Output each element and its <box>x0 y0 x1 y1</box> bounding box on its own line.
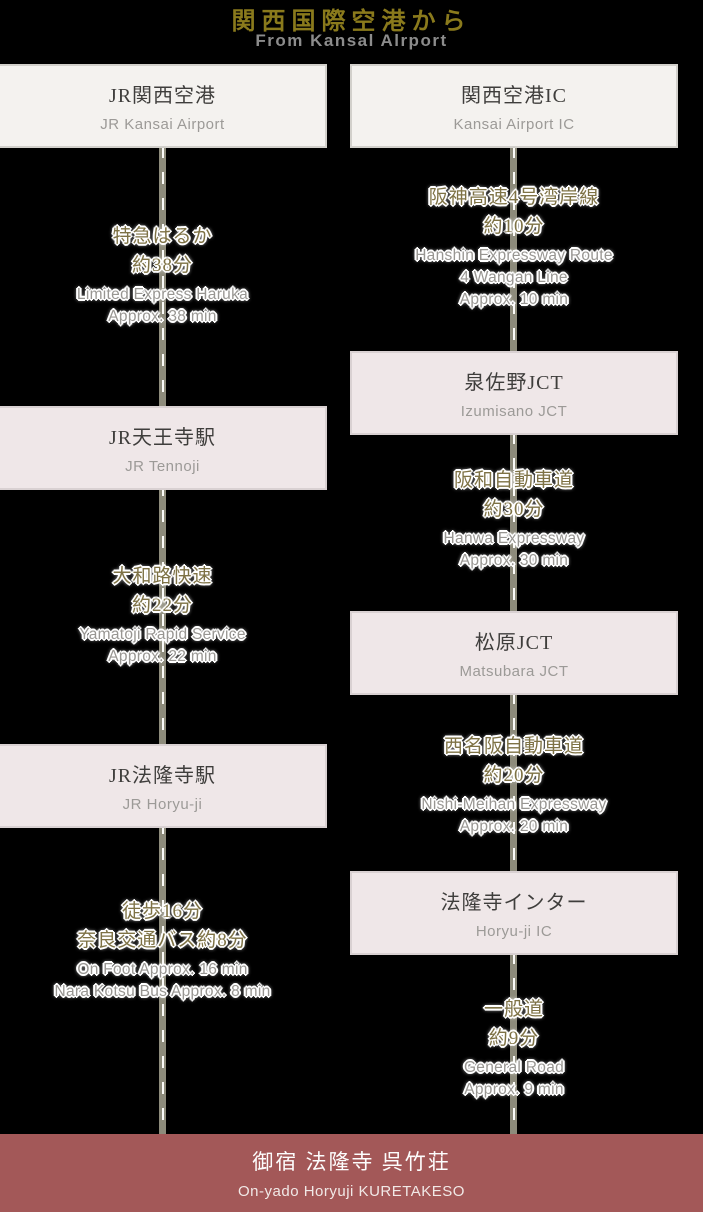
stop-name-ja: JR天王寺駅 <box>108 427 217 449</box>
stop-name-ja: JR関西空港 <box>108 85 217 107</box>
stop-name-en: Kansai Airport IC <box>453 116 575 133</box>
segment-label-en: General Road <box>463 1059 565 1076</box>
stop-name-en: JR Kansai Airport <box>100 116 225 133</box>
segment-duration-en: Approx. 22 min <box>108 648 217 665</box>
stop-name-ja: 法隆寺インター <box>440 892 588 914</box>
segment-hanshin-expressway: 阪神高速4号湾岸線 約10分 Hanshin Expressway Route … <box>352 183 676 311</box>
segment-duration-ja: 約9分 <box>488 1028 540 1049</box>
train-route-line <box>159 146 166 1136</box>
segment-label-en: Limited Express Haruka <box>76 286 249 303</box>
stop-izumisano-jct: 泉佐野JCT Izumisano JCT <box>352 353 676 433</box>
stop-name-ja: JR法隆寺駅 <box>108 765 217 787</box>
stop-matsubara-jct: 松原JCT Matsubara JCT <box>352 613 676 693</box>
segment-duration-ja: 約22分 <box>131 595 193 616</box>
segment-duration-en: Approx. 9 min <box>464 1081 564 1098</box>
segment-duration-ja: 約30分 <box>483 499 545 520</box>
segment-walk-bus: 徒歩16分 奈良交通バス約8分 On Foot Approx. 16 min N… <box>0 897 325 1003</box>
segment-label-ja: 大和路快速 <box>112 566 213 587</box>
segment-duration-en: Approx. 10 min <box>459 291 569 308</box>
stop-jr-horyuji: JR法隆寺駅 JR Horyu-ji <box>0 746 325 826</box>
segment-duration-en: Nara Kotsu Bus Approx. 8 min <box>54 983 271 1000</box>
stop-name-ja: 松原JCT <box>474 632 554 654</box>
segment-label-en: Hanwa Expressway <box>443 530 585 547</box>
segment-label-en-2: 4 Wangan Line <box>460 269 568 286</box>
segment-duration-en: Approx. 38 min <box>108 308 217 325</box>
stop-name-ja: 関西空港IC <box>461 85 567 107</box>
segment-duration-ja: 約10分 <box>483 216 545 237</box>
stop-name-en: JR Horyu-ji <box>122 796 203 813</box>
segment-label-en: Hanshin Expressway Route <box>415 247 613 264</box>
destination-name-ja: 御宿 法隆寺 呉竹荘 <box>252 1150 451 1174</box>
stop-name-en: Izumisano JCT <box>460 403 568 420</box>
stop-jr-kansai-airport: JR関西空港 JR Kansai Airport <box>0 66 325 146</box>
segment-yamatoji-rapid: 大和路快速 約22分 Yamatoji Rapid Service Approx… <box>0 562 325 668</box>
segment-label-ja: 特急はるか <box>112 226 213 247</box>
stop-name-en: Matsubara JCT <box>459 663 569 680</box>
segment-label-en: Yamatoji Rapid Service <box>79 626 246 643</box>
segment-duration-ja: 約20分 <box>483 765 545 786</box>
segment-hanwa-expressway: 阪和自動車道 約30分 Hanwa Expressway Approx. 30 … <box>352 466 676 572</box>
segment-haruka-express: 特急はるか 約38分 Limited Express Haruka Approx… <box>0 222 325 328</box>
destination-banner: 御宿 法隆寺 呉竹荘 On-yado Horyuji KURETAKESO <box>0 1134 703 1212</box>
segment-nishimeihan-expressway: 西名阪自動車道 約20分 Nishi-Meihan Expressway App… <box>352 732 676 838</box>
segment-duration-en: Approx. 20 min <box>459 818 569 835</box>
stop-name-en: Horyu-ji IC <box>475 923 553 940</box>
segment-duration-en: Approx. 30 min <box>459 552 569 569</box>
stop-horyuji-ic: 法隆寺インター Horyu-ji IC <box>352 873 676 953</box>
segment-duration-ja: 約38分 <box>131 255 193 276</box>
page-title: 関西国際空港から <box>231 9 472 35</box>
segment-label-ja: 一般道 <box>483 999 544 1020</box>
page-subtitle: From Kansal Alrport <box>255 31 448 50</box>
stop-name-en: JR Tennoji <box>125 458 200 475</box>
segment-label-en: Nishi-Meihan Expressway <box>421 796 607 813</box>
segment-label-en: On Foot Approx. 16 min <box>77 961 248 978</box>
segment-general-road: 一般道 約9分 General Road Approx. 9 min <box>352 995 676 1101</box>
segment-label-ja: 阪神高速4号湾岸線 <box>428 187 600 208</box>
segment-label-ja: 西名阪自動車道 <box>443 736 584 757</box>
segment-duration-ja: 奈良交通バス約8分 <box>77 930 248 951</box>
stop-name-ja: 泉佐野JCT <box>464 372 564 394</box>
destination-name-en: On-yado Horyuji KURETAKESO <box>238 1183 465 1200</box>
segment-label-ja: 阪和自動車道 <box>453 470 574 491</box>
stop-kansai-airport-ic: 関西空港IC Kansai Airport IC <box>352 66 676 146</box>
segment-label-ja: 徒歩16分 <box>121 901 203 922</box>
stop-jr-tennoji: JR天王寺駅 JR Tennoji <box>0 408 325 488</box>
